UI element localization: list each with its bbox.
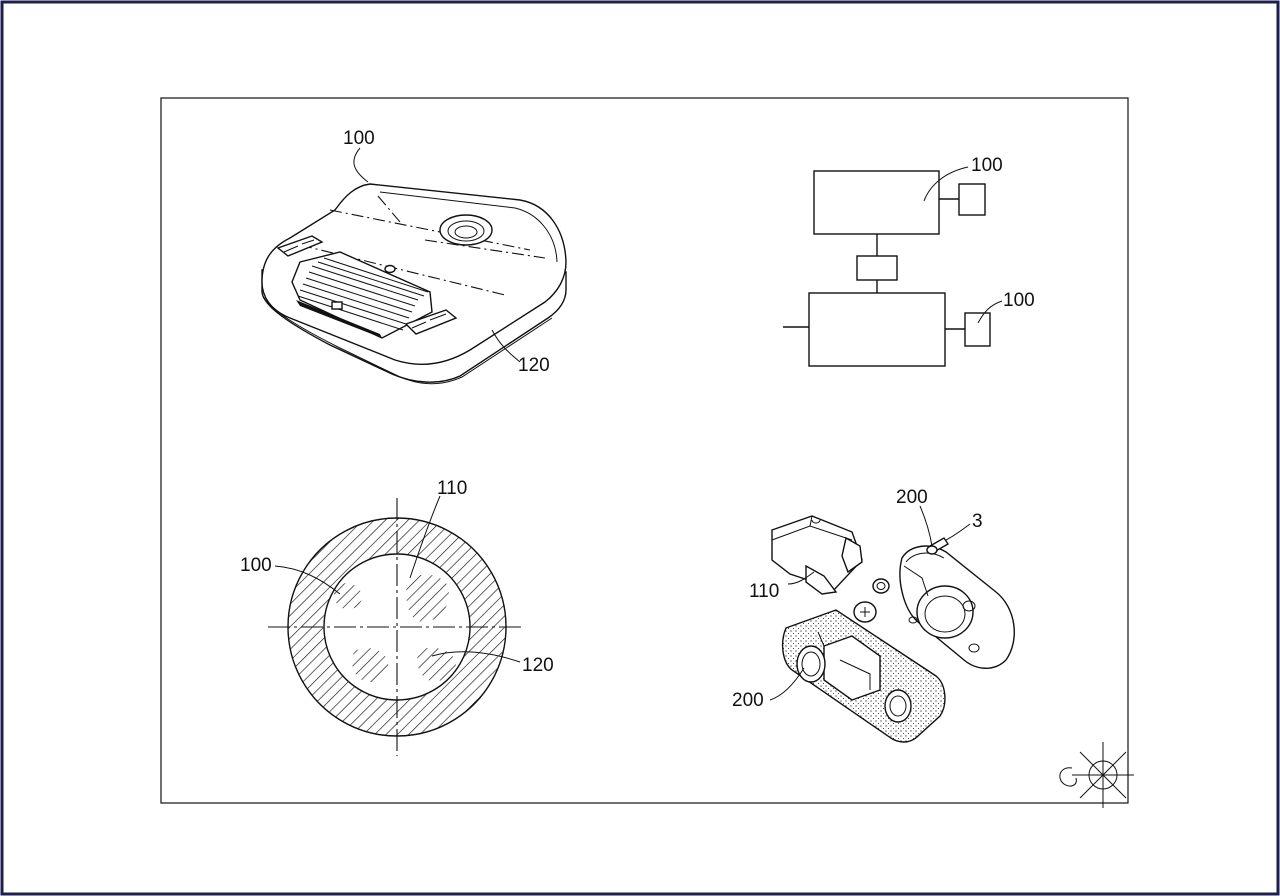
fig-ring-section: 110 100 120 (240, 478, 554, 756)
fig4-label-110: 110 (749, 581, 779, 602)
compass-rose-icon (1059, 742, 1134, 808)
fig4-label-200-bottom: 200 (732, 690, 764, 711)
fig1-label-100: 100 (343, 128, 375, 149)
block-upper-small (958, 183, 986, 216)
fig2-label-100-upper: 100 (971, 155, 1003, 176)
drawing-frame (160, 97, 1129, 804)
fig-exploded-assembly: 200 3 110 200 (732, 487, 1015, 743)
fig3-label-110: 110 (437, 478, 467, 499)
fig1-label-120: 120 (518, 355, 550, 376)
fig-block-diagram: 100 100 (783, 155, 1035, 367)
block-upper (813, 170, 940, 235)
fig-device-isometric: 100 120 (261, 128, 567, 385)
block-connector (856, 255, 898, 281)
fig2-label-100-lower: 100 (1003, 290, 1035, 311)
fig4-label-3: 3 (972, 511, 983, 532)
block-lower (808, 292, 946, 367)
fig3-label-100: 100 (240, 555, 272, 576)
fig3-label-120: 120 (522, 655, 554, 676)
block-lower-small (964, 312, 991, 347)
fig4-label-200-top: 200 (896, 487, 928, 508)
